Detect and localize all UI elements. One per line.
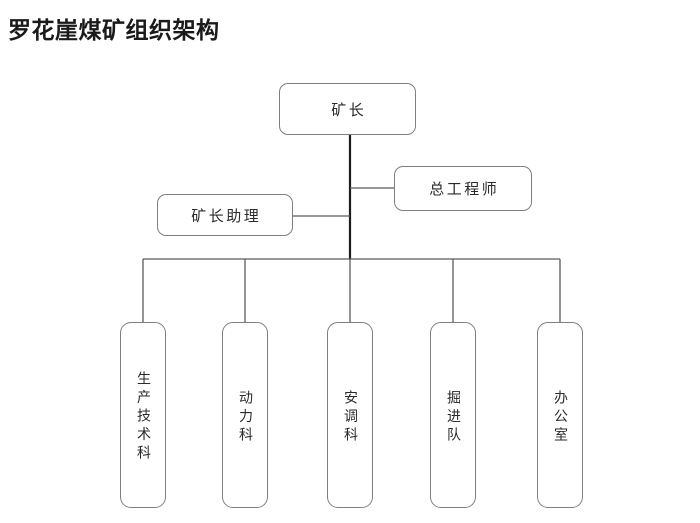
org-node-label: 总工程师: [429, 180, 500, 198]
org-node-label: 安调科: [342, 389, 358, 446]
org-node-label: 掘进队: [445, 389, 461, 446]
org-node-excavation-team[interactable]: 掘进队: [430, 322, 476, 508]
org-node-label: 动力科: [237, 389, 253, 446]
org-node-mine-director[interactable]: 矿长: [279, 83, 416, 135]
org-node-label: 矿长助理: [191, 206, 262, 225]
org-node-label: 生产技术科: [135, 371, 151, 464]
org-node-production-technology[interactable]: 生产技术科: [120, 322, 166, 508]
org-node-director-assistant[interactable]: 矿长助理: [157, 194, 293, 236]
org-node-office[interactable]: 办公室: [537, 322, 583, 508]
page-title: 罗花崖煤矿组织架构: [8, 17, 220, 44]
org-node-safety-dispatch[interactable]: 安调科: [327, 322, 373, 508]
org-node-label: 办公室: [552, 389, 568, 446]
org-node-label: 矿长: [331, 100, 367, 119]
org-node-power[interactable]: 动力科: [222, 322, 268, 508]
org-node-chief-engineer[interactable]: 总工程师: [394, 166, 532, 211]
